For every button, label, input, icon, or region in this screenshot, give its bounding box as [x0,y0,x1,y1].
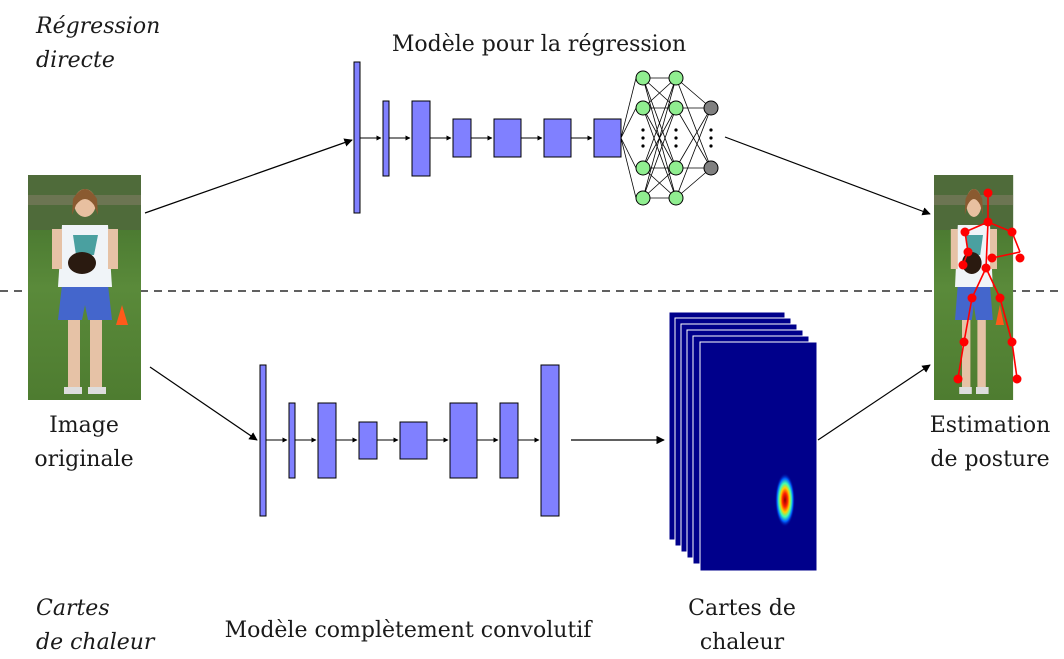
pose-estimation-photo [934,175,1014,400]
arrow-input-to-fcn [149,366,258,441]
fcn-conv-layers [259,364,560,517]
pose-estimation-line1: Estimation [930,413,1051,438]
original-photo [28,175,141,400]
fc-network [620,70,719,206]
heatmaps-output-line1: Cartes de [688,596,796,621]
heatmaps-method-line2: de chaleur [36,630,156,655]
fcn-model-title: Modèle complètement convolutif [225,618,594,643]
direct-regression-line2: directe [36,48,115,73]
regression-model-title: Modèle pour la régression [392,32,686,57]
heatmaps-method-line1: Cartes [36,596,110,621]
heatmaps-output-line2: chaleur [700,630,785,655]
arrow-regression-to-pose [724,136,931,216]
keypoints [953,188,1025,384]
direct-regression-line1: Régression [35,14,160,39]
skeleton-overlay [957,195,1021,379]
heatmap-stack [668,311,818,572]
pose-estimation-line2: de posture [930,447,1049,472]
original-image-line2: originale [34,447,133,472]
heatmap-blob [775,473,795,527]
regression-conv-layers [353,61,622,214]
arrow-input-to-regression [144,138,353,214]
original-image-line1: Image [49,413,119,438]
arrow-heatmaps-to-pose [817,364,931,441]
